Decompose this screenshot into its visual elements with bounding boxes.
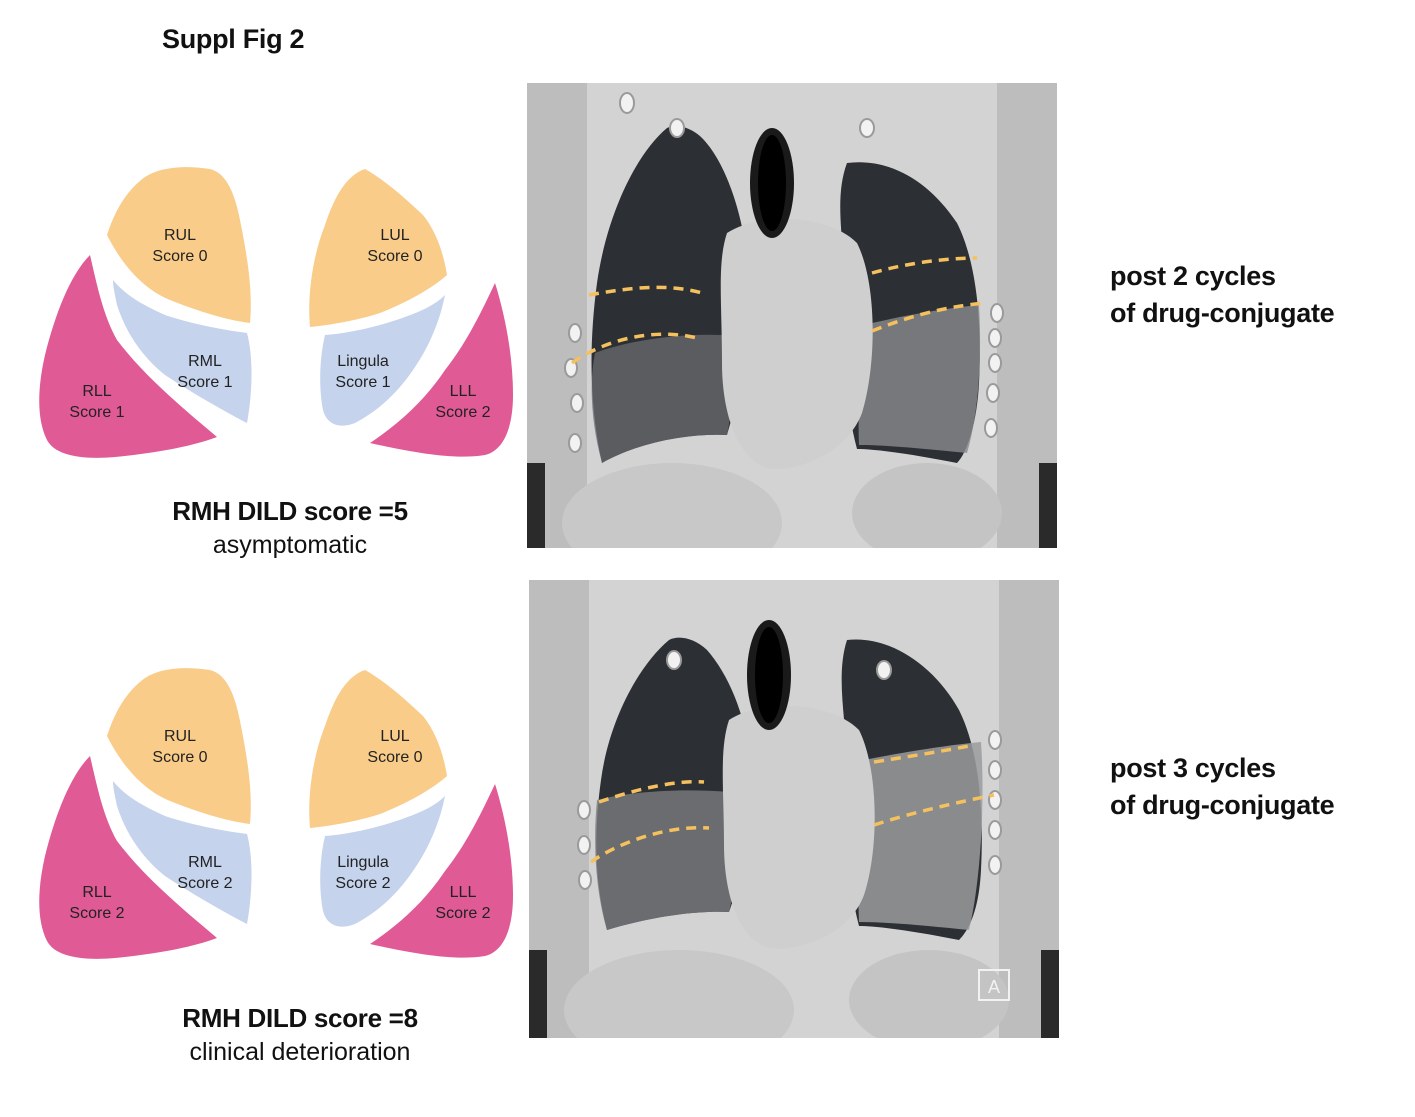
lung-lobe-svg-1: RUL Score 0 RML Score 1 RLL Score 1 LUL …: [39, 167, 513, 458]
cycle-label-1-line2: of drug-conjugate: [1110, 298, 1335, 328]
rul-lobe-shape: [107, 668, 251, 824]
lung-lobe-svg-2: RUL Score 0 RML Score 2 RLL Score 2 LUL …: [39, 668, 513, 959]
lll-name: LLL: [450, 383, 477, 400]
rul-lobe-shape: [107, 167, 251, 323]
lul-lobe-shape: [309, 670, 447, 828]
cycle-label-1-line1: post 2 cycles: [1110, 261, 1276, 291]
ct-scan-image-2: A: [529, 580, 1059, 1038]
rml-lobe-shape: [113, 280, 252, 423]
cycle-label-1: post 2 cycles of drug-conjugate: [1110, 258, 1335, 332]
figure-title: Suppl Fig 2: [162, 24, 305, 54]
lung-lobe-diagram-2: RUL Score 0 RML Score 2 RLL Score 2 LUL …: [35, 656, 515, 966]
dild-total-score: RMH DILD score =8: [182, 1003, 418, 1033]
ct-scan-svg-2: A: [529, 580, 1059, 1038]
lul-lobe-shape: [309, 169, 447, 327]
cycle-label-2: post 3 cycles of drug-conjugate: [1110, 750, 1335, 824]
lingula-lobe-shape: [320, 295, 445, 426]
rml-lobe-shape: [113, 781, 252, 924]
ct-marker-letter: A: [988, 977, 1000, 997]
rll-lobe-shape: [39, 255, 217, 458]
ct-scan-svg-1: [527, 83, 1057, 548]
rml-name: RML: [188, 353, 222, 370]
rll-name: RLL: [82, 884, 111, 901]
lung-lobe-diagram-1: RUL Score 0 RML Score 1 RLL Score 1 LUL …: [35, 155, 515, 465]
rll-score: Score 1: [69, 404, 124, 421]
lingula-score: Score 1: [335, 374, 390, 391]
lul-score: Score 0: [367, 749, 422, 766]
lingula-score: Score 2: [335, 875, 390, 892]
rml-score: Score 2: [177, 875, 232, 892]
lll-score: Score 2: [435, 905, 490, 922]
lul-name: LUL: [380, 728, 409, 745]
lll-lobe-shape: [370, 784, 513, 958]
dild-total-score: RMH DILD score =5: [172, 496, 408, 526]
rul-name: RUL: [164, 728, 196, 745]
rul-score: Score 0: [152, 248, 207, 265]
lingula-name: Lingula: [337, 854, 389, 871]
rll-lobe-shape: [39, 756, 217, 959]
rml-name: RML: [188, 854, 222, 871]
lll-name: LLL: [450, 884, 477, 901]
lingula-lobe-shape: [320, 796, 445, 927]
clinical-status: clinical deterioration: [189, 1038, 411, 1066]
lll-score: Score 2: [435, 404, 490, 421]
rml-score: Score 1: [177, 374, 232, 391]
lul-score: Score 0: [367, 248, 422, 265]
cycle-label-2-line1: post 3 cycles: [1110, 753, 1276, 783]
rll-name: RLL: [82, 383, 111, 400]
rul-score: Score 0: [152, 749, 207, 766]
clinical-status: asymptomatic: [212, 531, 368, 559]
score-summary-1: RMH DILD score =5 asymptomatic: [90, 494, 490, 562]
lingula-name: Lingula: [337, 353, 389, 370]
rll-score: Score 2: [69, 905, 124, 922]
lll-lobe-shape: [370, 283, 513, 457]
score-summary-2: RMH DILD score =8 clinical deterioration: [100, 1001, 500, 1069]
lul-name: LUL: [380, 227, 409, 244]
rul-name: RUL: [164, 227, 196, 244]
cycle-label-2-line2: of drug-conjugate: [1110, 790, 1335, 820]
ct-marker-box: [978, 969, 1010, 1001]
ct-scan-image-1: [527, 83, 1057, 548]
